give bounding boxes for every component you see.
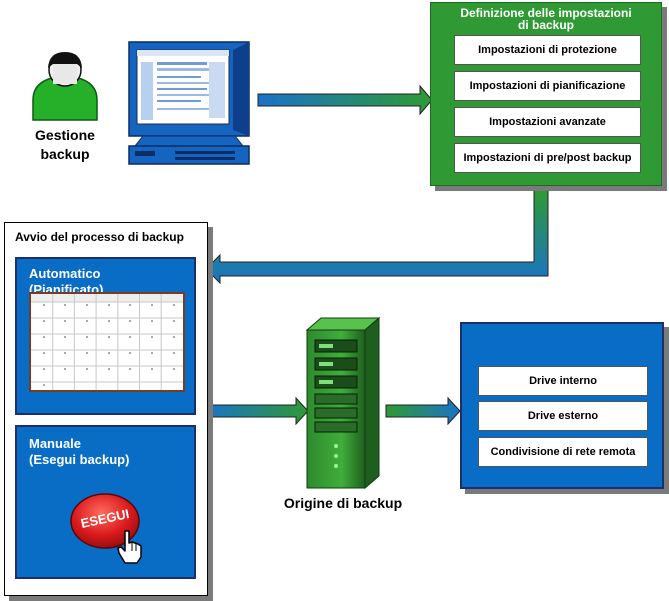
advanced-settings-button[interactable]: Impostazioni avanzate: [454, 107, 641, 137]
user-label: Gestione backup: [20, 126, 110, 164]
backup-source-label: Origine di backup: [283, 495, 403, 511]
arrow-to-source: [205, 396, 309, 426]
settings-title: Definizione delle impostazioni di backup: [431, 7, 661, 31]
calendar-icon: [29, 292, 185, 392]
destination-panel: Drive interno Drive esterno Condivisione…: [460, 322, 664, 489]
manual-label: Manuale (Esegui backup): [29, 436, 129, 468]
user-icon: [32, 52, 98, 121]
run-backup-button[interactable]: ESEGUI: [69, 491, 141, 549]
hand-cursor-icon: [117, 530, 142, 564]
settings-title-line2: di backup: [517, 18, 574, 32]
start-process-title: Avvio del processo di backup: [15, 230, 184, 244]
server-icon: [305, 316, 381, 490]
computer-icon: [128, 41, 250, 165]
pre-post-backup-settings-button[interactable]: Impostazioni di pre/post backup: [454, 143, 641, 173]
arrow-to-start: [205, 189, 549, 285]
automatic-label-line1: Automatico: [29, 266, 101, 281]
internal-drive-button[interactable]: Drive interno: [478, 366, 648, 396]
manual-label-line1: Manuale: [29, 436, 82, 451]
calendar-grid: [31, 294, 183, 390]
user-label-line2: backup: [40, 146, 90, 162]
protection-settings-button[interactable]: Impostazioni di protezione: [454, 35, 641, 65]
arrow-to-destinations: [385, 396, 461, 426]
user-label-line1: Gestione: [35, 127, 95, 143]
manual-label-line2: (Esegui backup): [29, 452, 130, 467]
settings-panel: Definizione delle impostazioni di backup…: [430, 2, 662, 186]
arrow-to-settings: [257, 84, 433, 116]
automatic-box: Automatico (Pianificato): [15, 257, 196, 415]
external-drive-button[interactable]: Drive esterno: [478, 401, 648, 431]
settings-title-line1: Definizione delle impostazioni: [460, 6, 632, 20]
start-process-panel: Avvio del processo di backup Automatico …: [4, 222, 208, 596]
remote-network-share-button[interactable]: Condivisione di rete remota: [478, 437, 648, 467]
run-button-shape: [70, 493, 140, 549]
schedule-settings-button[interactable]: Impostazioni di pianificazione: [454, 71, 641, 101]
manual-box: Manuale (Esegui backup) ESEGUI: [15, 425, 196, 579]
